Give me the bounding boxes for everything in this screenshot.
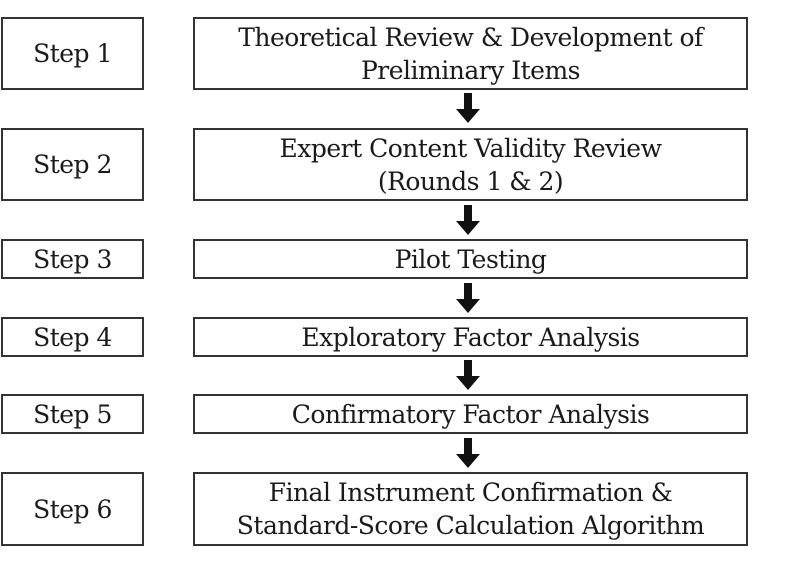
step-6-label-box: Step 6 [1, 472, 144, 546]
down-arrow-icon [456, 360, 480, 390]
step-1-label: Step 1 [33, 39, 112, 68]
step-5-label: Step 5 [33, 399, 112, 429]
step-1-label-box: Step 1 [1, 17, 144, 90]
step-6-line-1: Final Instrument Confirmation & [268, 478, 673, 507]
down-arrow-icon [456, 205, 480, 235]
step-2-description-box: Expert Content Validity Review (Rounds 1… [193, 128, 748, 201]
down-arrow-icon [456, 93, 480, 123]
step-6-label: Step 6 [33, 494, 112, 524]
step-4-line-1: Exploratory Factor Analysis [301, 322, 640, 352]
step-2-label-box: Step 2 [1, 128, 144, 201]
step-4-label-box: Step 4 [1, 317, 144, 357]
step-3-label-box: Step 3 [1, 239, 144, 279]
down-arrow-icon [456, 438, 480, 468]
step-1-description-box: Theoretical Review & Development of Prel… [193, 17, 748, 90]
step-4-label: Step 4 [33, 322, 112, 352]
down-arrow-icon [456, 283, 480, 313]
step-3-label: Step 3 [33, 244, 112, 274]
step-2-line-1: Expert Content Validity Review [279, 133, 662, 163]
step-5-label-box: Step 5 [1, 394, 144, 434]
step-1-line-2: Preliminary Items [360, 55, 581, 85]
step-5-description-box: Confirmatory Factor Analysis [193, 394, 748, 434]
step-3-description-box: Pilot Testing [193, 239, 748, 279]
step-2-line-2: (Rounds 1 & 2) [377, 166, 564, 196]
step-4-description-box: Exploratory Factor Analysis [193, 317, 748, 357]
step-5-line-1: Confirmatory Factor Analysis [291, 399, 650, 429]
step-2-label: Step 2 [33, 150, 112, 179]
step-6-line-2: Standard-Score Calculation Algorithm [236, 511, 705, 540]
step-1-line-1: Theoretical Review & Development of [238, 22, 703, 52]
step-3-line-1: Pilot Testing [394, 244, 547, 274]
step-6-description-box: Final Instrument Confirmation & Standard… [193, 472, 748, 546]
